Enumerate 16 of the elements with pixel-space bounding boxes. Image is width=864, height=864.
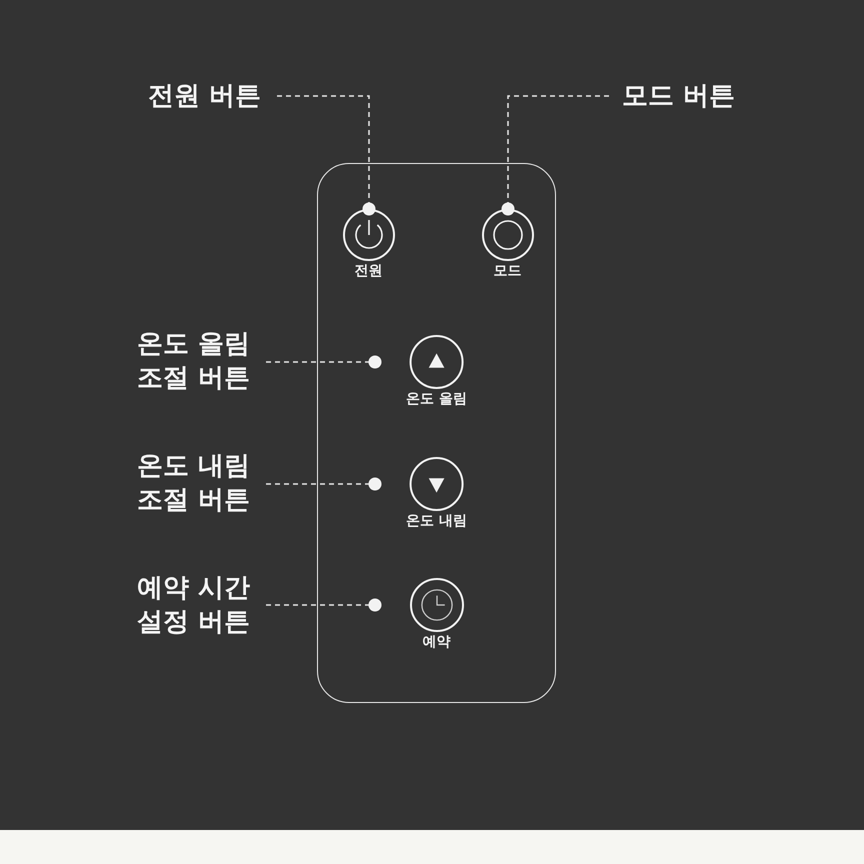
remote-outline	[317, 163, 556, 703]
callout-text: 모드 버튼	[622, 79, 738, 113]
button-label: 전원	[354, 262, 382, 278]
leader-line	[266, 356, 382, 368]
button-label: 예약	[422, 634, 450, 650]
callout-text: 온도 내림 조절 버튼	[137, 449, 253, 517]
button-label: 모드	[494, 262, 522, 278]
leader-line	[266, 478, 382, 490]
button-label: 온도 내림	[406, 512, 467, 528]
callout-text: 예약 시간 설정 버튼	[137, 571, 253, 639]
button-label: 온도 올림	[406, 390, 467, 406]
callout-text: 온도 올림 조절 버튼	[137, 327, 253, 395]
leader-line	[266, 598, 382, 612]
leader-line	[277, 95, 376, 216]
leader-line	[502, 95, 609, 216]
callout-text: 전원 버튼	[148, 79, 264, 113]
